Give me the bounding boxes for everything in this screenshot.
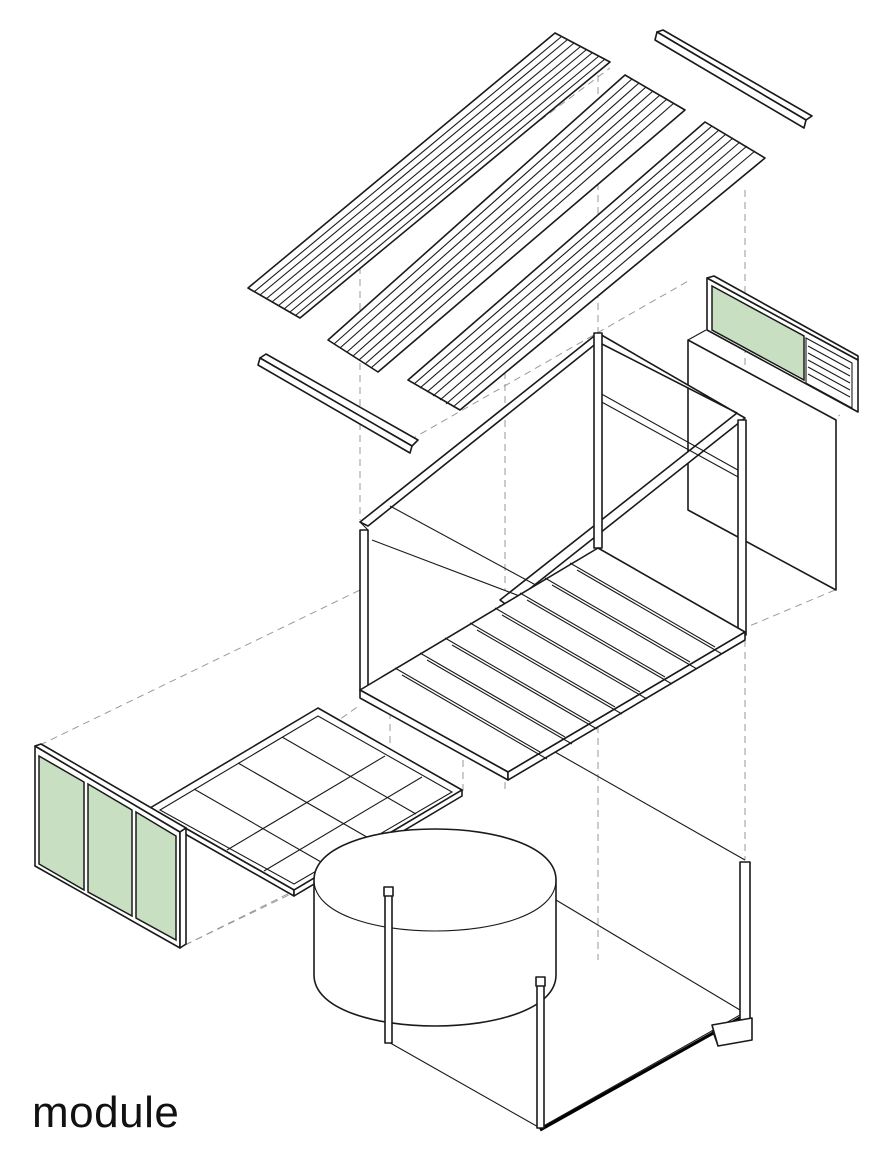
steel-frame: [359, 332, 747, 781]
roof-gutter-front: [257, 353, 419, 454]
rear-window-vent: [706, 275, 859, 413]
base-frame: [383, 751, 753, 1132]
corrugated-roof: [247, 32, 766, 411]
diagram-caption: module: [32, 1088, 180, 1137]
roof-gutter-rear: [654, 29, 813, 129]
front-glazed-wall: [34, 743, 187, 949]
water-tank: [313, 828, 557, 1027]
